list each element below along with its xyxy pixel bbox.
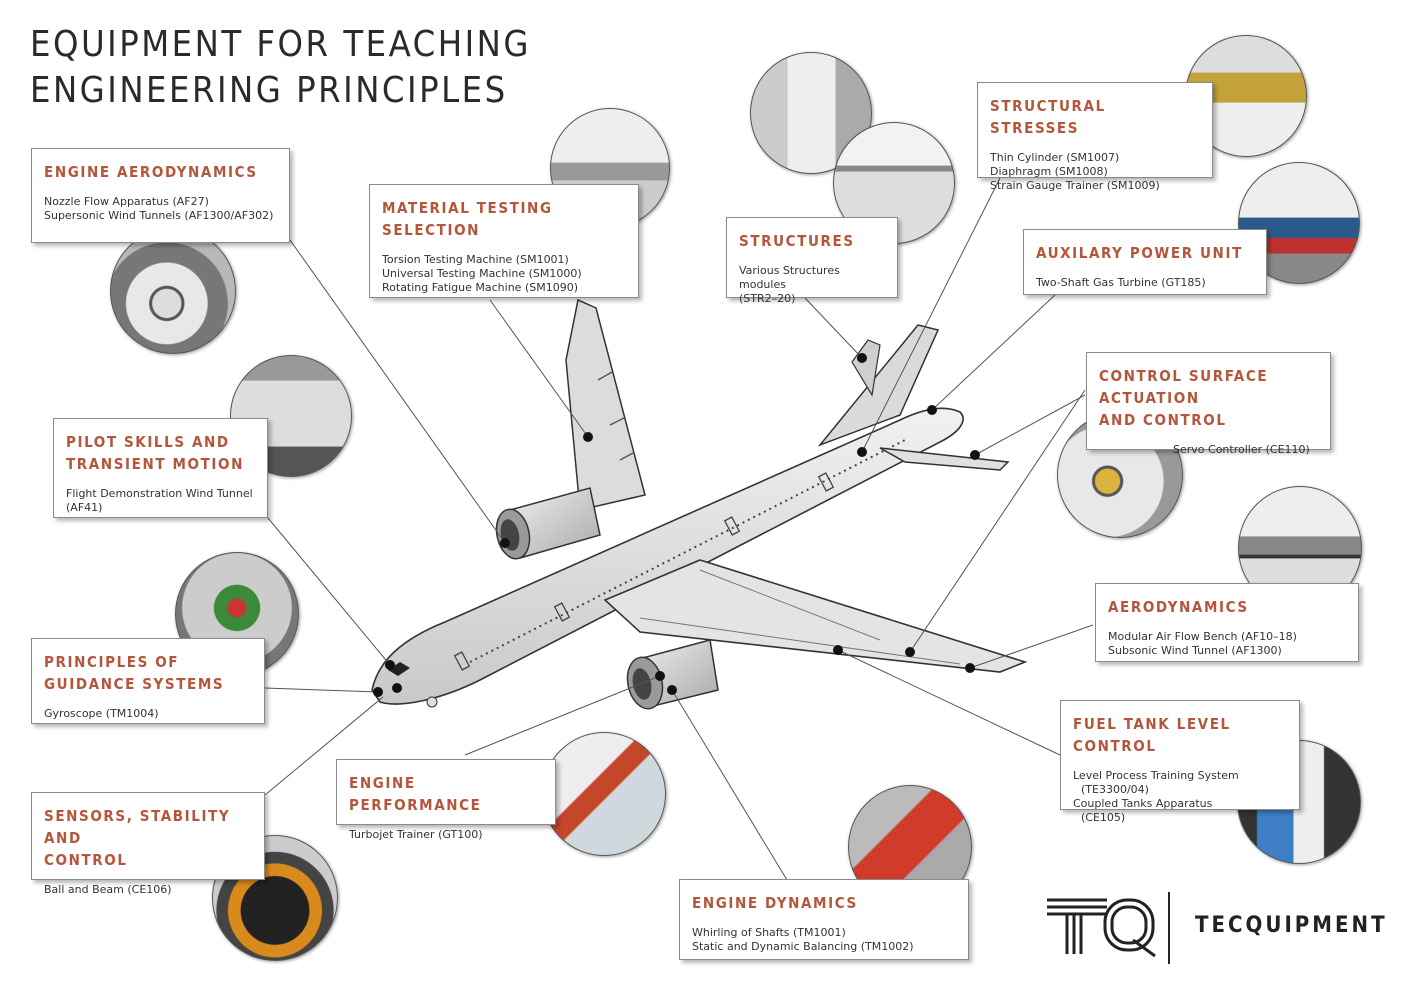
page-title: EQUIPMENT FOR TEACHING ENGINEERING PRINC… — [30, 22, 531, 114]
leader-dots — [373, 353, 980, 697]
tq-monogram-icon — [1047, 892, 1170, 964]
heading-line: SELECTION — [382, 221, 481, 239]
heading-line: ENGINE DYNAMICS — [692, 894, 858, 912]
box-heading: STRUCTURAL STRESSES — [990, 95, 1200, 139]
box-heading: AERODYNAMICS — [1108, 596, 1346, 618]
equipment-item: Modular Air Flow Bench (AF10–18) — [1108, 630, 1297, 643]
structural-stresses-box: STRUCTURAL STRESSES Thin Cylinder (SM100… — [977, 82, 1213, 192]
box-heading: SENSORS, STABILITY AND CONTROL — [44, 805, 252, 871]
equipment-item: (TE3300/04) — [1081, 783, 1149, 796]
equipment-item: Rotating Fatigue Machine (SM1090) — [382, 281, 578, 294]
equipment-item: Thin Cylinder (SM1007) — [990, 151, 1120, 164]
equipment-item: Level Process Training System — [1073, 769, 1239, 782]
heading-line: AND CONTROL — [1099, 411, 1227, 429]
heading-line: GUIDANCE SYSTEMS — [44, 675, 225, 693]
box-heading: STRUCTURES — [739, 230, 885, 252]
heading-line: AUXILARY POWER UNIT — [1036, 244, 1243, 262]
box-heading: ENGINE AERODYNAMICS — [44, 161, 277, 183]
equipment-item: Supersonic Wind Tunnels (AF1300/AF302) — [44, 209, 274, 222]
equipment-item: Diaphragm (SM1008) — [990, 165, 1108, 178]
aerodynamics-box: AERODYNAMICS Modular Air Flow Bench (AF1… — [1095, 583, 1359, 662]
horizontal-stabilizer — [879, 447, 1010, 471]
lower-engine — [626, 639, 719, 710]
equipment-item: Flight Demonstration Wind Tunnel — [66, 487, 253, 500]
equipment-item: Nozzle Flow Apparatus (AF27) — [44, 195, 209, 208]
box-heading: ENGINE PERFORMANCE — [349, 772, 543, 816]
fuel-tank-box: FUEL TANK LEVEL CONTROL Level Process Tr… — [1060, 700, 1300, 824]
equipment-item: Two-Shaft Gas Turbine (GT185) — [1036, 276, 1206, 289]
equipment-item: Servo Controller (CE110) — [1173, 443, 1310, 456]
equipment-item: Various Structures modules — [739, 264, 840, 291]
box-heading: PILOT SKILLS AND TRANSIENT MOTION — [66, 431, 255, 475]
material-testing-box: MATERIAL TESTING SELECTION Torsion Testi… — [369, 184, 639, 298]
box-heading: CONTROL SURFACE ACTUATION AND CONTROL — [1099, 365, 1318, 431]
nozzle-flow-photo — [110, 228, 236, 354]
equipment-item: Subsonic Wind Tunnel (AF1300) — [1108, 644, 1282, 657]
heading-line: STRUCTURAL STRESSES — [990, 97, 1106, 137]
equipment-item: (CE105) — [1081, 811, 1126, 824]
box-heading: MATERIAL TESTING SELECTION — [382, 197, 626, 241]
auxiliary-power-box: AUXILARY POWER UNIT Two-Shaft Gas Turbin… — [1023, 229, 1267, 295]
heading-line: PILOT SKILLS AND — [66, 433, 230, 451]
heading-line: CONTROL SURFACE ACTUATION — [1099, 367, 1269, 407]
title-line-1: EQUIPMENT FOR TEACHING — [30, 24, 531, 65]
upper-engine — [495, 487, 601, 560]
heading-line: CONTROL — [44, 851, 128, 869]
equipment-item: Coupled Tanks Apparatus — [1073, 797, 1213, 810]
pilot-skills-box: PILOT SKILLS AND TRANSIENT MOTION Flight… — [53, 418, 268, 518]
equipment-item: Gyroscope (TM1004) — [44, 707, 159, 720]
guidance-systems-box: PRINCIPLES OF GUIDANCE SYSTEMS Gyroscope… — [31, 638, 265, 724]
vertical-stabilizer — [817, 324, 940, 447]
heading-line: AERODYNAMICS — [1108, 598, 1249, 616]
box-heading: FUEL TANK LEVEL CONTROL — [1073, 713, 1287, 757]
engine-dynamics-box: ENGINE DYNAMICS Whirling of Shafts (TM10… — [679, 879, 969, 960]
engine-aerodynamics-box: ENGINE AERODYNAMICS Nozzle Flow Apparatu… — [31, 148, 290, 243]
equipment-item: Ball and Beam (CE106) — [44, 883, 172, 896]
title-line-2: ENGINEERING PRINCIPLES — [30, 70, 508, 111]
equipment-item: Static and Dynamic Balancing (TM1002) — [692, 940, 914, 953]
box-heading: AUXILARY POWER UNIT — [1036, 242, 1254, 264]
heading-line: SENSORS, STABILITY AND — [44, 807, 231, 847]
structures-box: STRUCTURES Various Structures modules (S… — [726, 217, 898, 305]
lower-wing — [603, 559, 1028, 673]
control-surface-box: CONTROL SURFACE ACTUATION AND CONTROL Se… — [1086, 352, 1331, 456]
equipment-item: Strain Gauge Trainer (SM1009) — [990, 179, 1160, 192]
heading-line: STRUCTURES — [739, 232, 855, 250]
leader-lines — [264, 177, 1094, 881]
heading-line: TRANSIENT MOTION — [66, 455, 244, 473]
box-heading: ENGINE DYNAMICS — [692, 892, 956, 914]
heading-line: FUEL TANK LEVEL CONTROL — [1073, 715, 1231, 755]
box-heading: PRINCIPLES OF GUIDANCE SYSTEMS — [44, 651, 252, 695]
equipment-item: (AF41) — [66, 501, 103, 514]
equipment-item: (STR2–20) — [739, 292, 796, 305]
logo-wordmark: TECQUIPMENT — [1195, 913, 1388, 938]
equipment-item: Turbojet Trainer (GT100) — [349, 828, 483, 841]
engine-performance-box: ENGINE PERFORMANCE Turbojet Trainer (GT1… — [336, 759, 556, 841]
equipment-item: Whirling of Shafts (TM1001) — [692, 926, 846, 939]
heading-line: ENGINE PERFORMANCE — [349, 774, 482, 814]
turbojet-trainer-photo — [542, 732, 666, 856]
heading-line: MATERIAL TESTING — [382, 199, 553, 217]
equipment-item: Universal Testing Machine (SM1000) — [382, 267, 582, 280]
sensors-stability-box: SENSORS, STABILITY AND CONTROL Ball and … — [31, 792, 265, 896]
upper-wing — [565, 298, 646, 511]
heading-line: ENGINE AERODYNAMICS — [44, 163, 258, 181]
equipment-item: Torsion Testing Machine (SM1001) — [382, 253, 569, 266]
heading-line: PRINCIPLES OF — [44, 653, 180, 671]
